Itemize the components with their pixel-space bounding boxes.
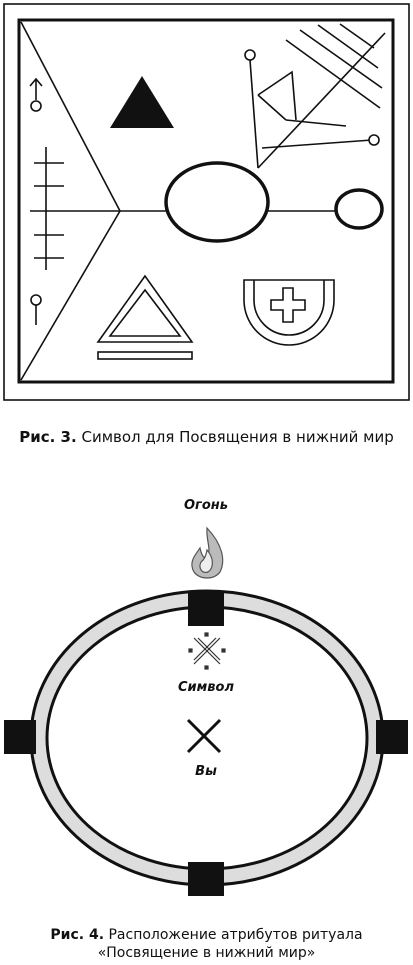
inner-frame (17, 18, 395, 384)
figure-3-symbol (3, 3, 410, 401)
figure-4-caption-line1: Расположение атрибутов ритуала (108, 927, 363, 943)
label-fire: Огонь (184, 498, 228, 513)
figure-3-caption-text: Символ для Посвящения в нижний мир (81, 428, 394, 446)
right-small-ellipse (334, 188, 384, 230)
left-crossbar-rod (34, 147, 64, 270)
label-you: Вы (195, 764, 217, 779)
figure-4-caption: Рис. 4. Расположение атрибутов ритуала «… (0, 926, 413, 962)
figure-4-ritual-layout (4, 526, 408, 896)
left-lower-pin (30, 294, 42, 325)
you-x-mark (186, 718, 222, 754)
figure-4-caption-number: Рис. 4. (50, 927, 105, 943)
left-arrow-symbol (29, 77, 43, 112)
fire-flame-icon (191, 526, 224, 579)
u-with-cross (243, 279, 335, 346)
outer-frame (3, 3, 410, 401)
upper-right-sigil (244, 23, 386, 169)
figure-3-caption: Рис. 3. Символ для Посвящения в нижний м… (0, 428, 413, 446)
central-ellipse (164, 161, 270, 243)
outlined-triangle (96, 274, 194, 360)
north-square (188, 592, 224, 626)
label-symbol: Символ (178, 680, 234, 695)
symbol-sigil-icon (188, 632, 226, 670)
figure-4-caption-line2: «Посвящение в нижний мир» (97, 945, 316, 961)
east-square (376, 720, 408, 754)
south-square (188, 862, 224, 896)
black-triangle (110, 76, 174, 128)
figure-3-caption-number: Рис. 3. (19, 428, 77, 446)
west-square (4, 720, 36, 754)
